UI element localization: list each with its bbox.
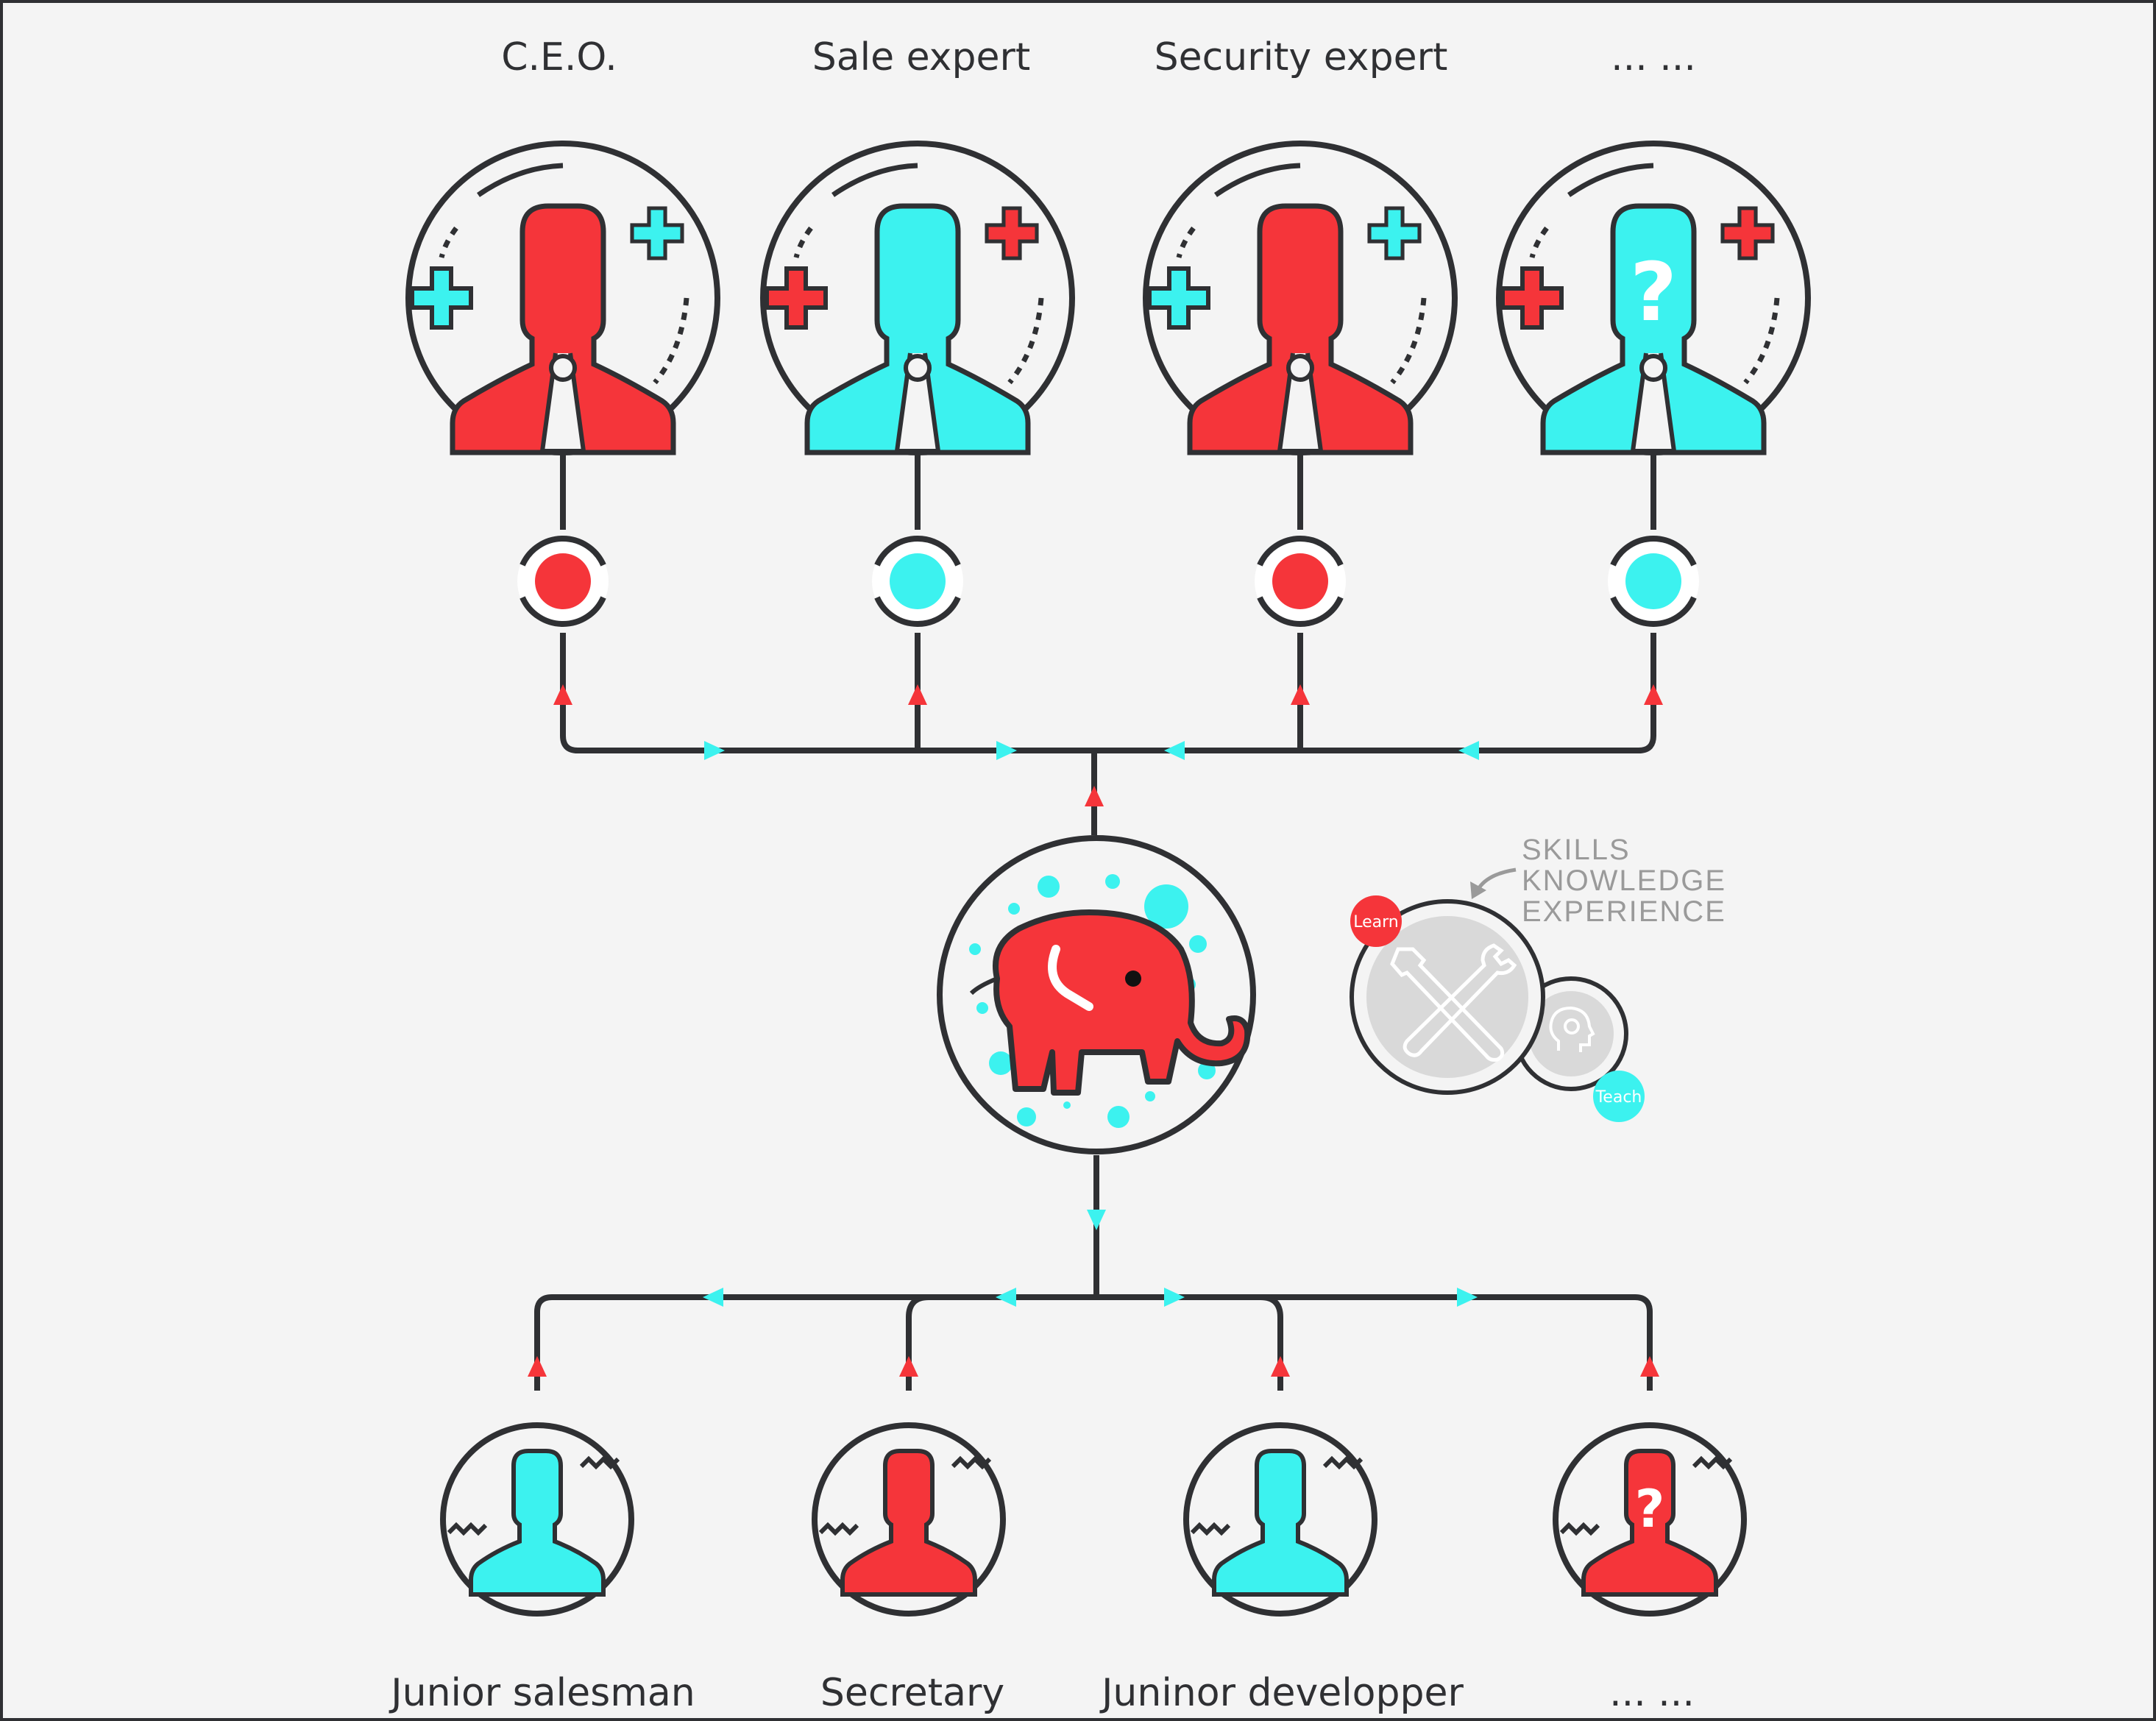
arrow-left-icon <box>996 1288 1016 1307</box>
top-role-avatar <box>760 141 1075 455</box>
arrow-up-icon <box>1644 684 1663 705</box>
connector-nodes <box>517 535 1699 628</box>
connector-node <box>517 535 609 628</box>
learn-label: Learn <box>1353 913 1399 932</box>
bottom-avatars: ? <box>440 1422 1747 1617</box>
arrow-up-icon <box>528 1356 547 1377</box>
arrow-right-icon <box>996 741 1017 760</box>
question-mark-icon: ? <box>1630 245 1677 339</box>
top-role-label: Sale expert <box>812 35 1030 79</box>
bottom-role-avatar <box>440 1422 634 1617</box>
arrow-up-icon <box>908 684 927 705</box>
flow-arrows <box>528 684 1663 1377</box>
question-mark-icon: ? <box>1635 1479 1665 1539</box>
arrow-up-icon <box>1640 1356 1659 1377</box>
bottom-role-avatar: ? <box>1553 1422 1747 1617</box>
arrow-up-icon <box>899 1356 918 1377</box>
arrow-up-icon <box>1085 786 1104 806</box>
zigzag-icon <box>1559 1522 1600 1536</box>
bottom-role-avatar <box>1183 1422 1377 1617</box>
top-role-avatar: ? <box>1496 141 1811 455</box>
arrow-right-icon <box>1164 1288 1185 1307</box>
tools-icon <box>1390 943 1517 1062</box>
skills-panel: SKILLS KNOWLEDGE EXPERIENCE Learn Teach <box>1350 834 1726 1122</box>
zigzag-icon <box>951 1455 992 1470</box>
skills-word: KNOWLEDGE <box>1522 865 1726 897</box>
top-role-avatar <box>405 141 720 455</box>
top-role-label: Security expert <box>1155 35 1448 79</box>
skills-word: EXPERIENCE <box>1522 895 1726 928</box>
bottom-role-label: Juninor developper <box>1099 1671 1464 1715</box>
arrow-up-icon <box>1271 1356 1290 1377</box>
top-avatars: ? <box>405 141 1811 455</box>
top-role-label: ... ... <box>1611 35 1696 79</box>
arrow-left-icon <box>1164 741 1185 760</box>
center-hub <box>937 835 1256 1154</box>
arrow-left-icon <box>1458 741 1479 760</box>
zigzag-icon <box>579 1455 620 1470</box>
arrow-left-icon <box>703 1288 723 1307</box>
zigzag-icon <box>1692 1455 1733 1470</box>
top-role-avatar <box>1143 141 1458 455</box>
head-lightbulb-icon <box>1549 1006 1595 1052</box>
connector-node <box>1608 535 1699 628</box>
bottom-role-avatar <box>812 1422 1006 1617</box>
bottom-role-label: Secretary <box>820 1671 1004 1715</box>
bottom-role-label: ... ... <box>1609 1671 1695 1715</box>
zigzag-icon <box>447 1522 488 1536</box>
arrow-down-icon <box>1087 1210 1106 1230</box>
bottom-labels: Junior salesman Secretary Juninor develo… <box>389 1671 1695 1715</box>
zigzag-icon <box>1190 1522 1231 1536</box>
arrow-right-icon <box>1457 1288 1478 1307</box>
zigzag-icon <box>818 1522 859 1536</box>
teach-label: Teach <box>1595 1088 1642 1107</box>
skills-word: SKILLS <box>1522 834 1631 866</box>
arrow-up-icon <box>1291 684 1310 705</box>
bubbles <box>969 874 1216 1128</box>
bottom-role-label: Junior salesman <box>389 1671 695 1715</box>
top-role-label: C.E.O. <box>501 35 617 79</box>
elephant-icon <box>969 909 1251 1096</box>
arrow-up-icon <box>553 684 572 705</box>
arrow-right-icon <box>704 741 725 760</box>
connector-node <box>872 535 963 628</box>
upper-connectors <box>534 453 1656 1391</box>
zigzag-icon <box>1322 1455 1364 1470</box>
top-labels: C.E.O. Sale expert Security expert ... .… <box>501 35 1696 79</box>
connector-node <box>1255 535 1346 628</box>
